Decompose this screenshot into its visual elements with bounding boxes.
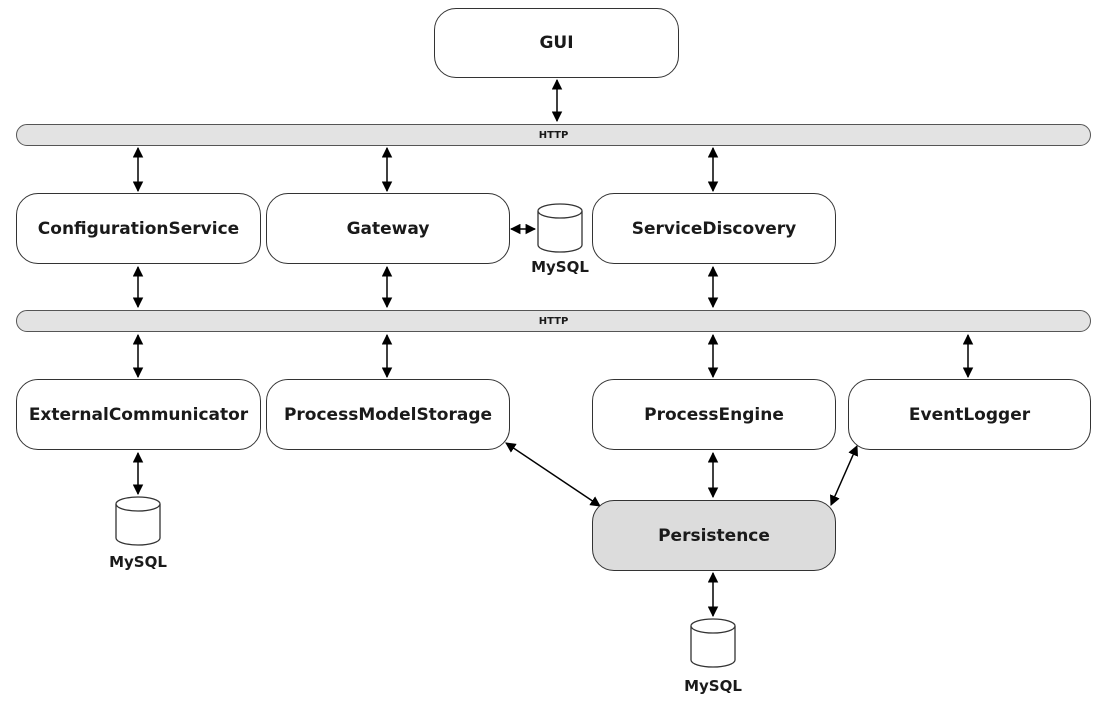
event-logger-label: EventLogger [908, 404, 1031, 425]
external-communicator-component[interactable]: ExternalCommunicator [16, 379, 261, 450]
event-logger-component[interactable]: EventLogger [848, 379, 1091, 450]
configuration-service-label: ConfigurationService [37, 218, 240, 239]
service-discovery-component[interactable]: ServiceDiscovery [592, 193, 836, 264]
process-model-storage-label: ProcessModelStorage [283, 404, 493, 425]
processmodelstorage-to-persistence-arrow [505, 442, 601, 507]
persistence-component[interactable]: Persistence [592, 500, 836, 571]
process-engine-label: ProcessEngine [644, 404, 784, 425]
external-communicator-database-icon [115, 496, 161, 546]
process-engine-component[interactable]: ProcessEngine [592, 379, 836, 450]
gateway-component[interactable]: Gateway [266, 193, 510, 264]
persistence-database-icon [690, 618, 736, 668]
gui-label: GUI [539, 33, 574, 53]
eventlogger-to-persistence-arrow [830, 445, 858, 506]
gateway-database-label: MySQL [531, 258, 589, 276]
gui-component[interactable]: GUI [434, 8, 679, 78]
http-bus-middle-label: HTTP [538, 315, 569, 327]
http-bus-middle: HTTP [16, 310, 1091, 332]
gateway-database-icon [537, 203, 583, 253]
process-model-storage-component[interactable]: ProcessModelStorage [266, 379, 510, 450]
persistence-database-label: MySQL [684, 677, 742, 695]
service-discovery-label: ServiceDiscovery [631, 218, 797, 239]
external-communicator-database-label: MySQL [109, 553, 167, 571]
gateway-label: Gateway [346, 218, 430, 239]
persistence-label: Persistence [658, 525, 770, 546]
configuration-service-component[interactable]: ConfigurationService [16, 193, 261, 264]
http-bus-top-label: HTTP [538, 129, 569, 141]
external-communicator-label: ExternalCommunicator [28, 404, 249, 425]
http-bus-top: HTTP [16, 124, 1091, 146]
